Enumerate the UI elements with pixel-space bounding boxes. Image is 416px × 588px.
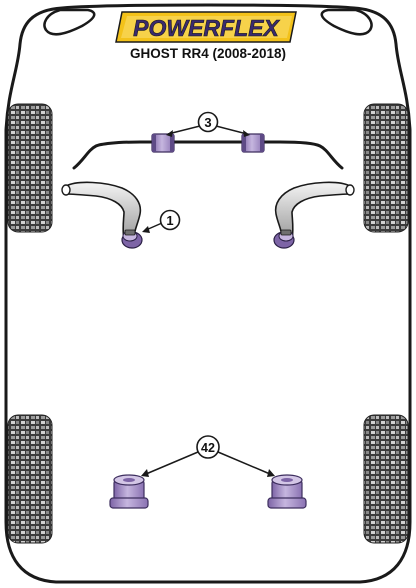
callout-3-label: 3 [204,115,211,130]
model-title: GHOST RR4 (2008-2018) [130,46,286,61]
logo-text: POWERFLEX [133,15,280,41]
rear-bush-right [267,474,307,509]
rear-bush-left [109,474,149,509]
callout-42: 42 [141,435,275,477]
anti-roll-bar-bush-right [241,133,265,153]
tyre-rear-right [363,414,409,544]
front-arm-bush-left [121,229,143,249]
callout-1-label: 1 [166,213,173,228]
anti-roll-bar-bush-left [151,133,175,153]
body-corner-right [320,8,373,36]
car-body-outline [4,3,412,584]
anti-roll-bar [72,140,344,170]
callout-3: 3 [166,111,250,137]
tyre-rear-left [7,414,53,544]
body-corner-left [43,8,96,36]
callout-1: 1 [142,209,181,233]
callout-42-label: 42 [201,441,215,455]
front-arm-bush-right [273,229,295,249]
powerflex-logo: POWERFLEX [115,11,297,43]
tyre-front-right [363,103,409,233]
tyre-front-left [7,103,53,233]
